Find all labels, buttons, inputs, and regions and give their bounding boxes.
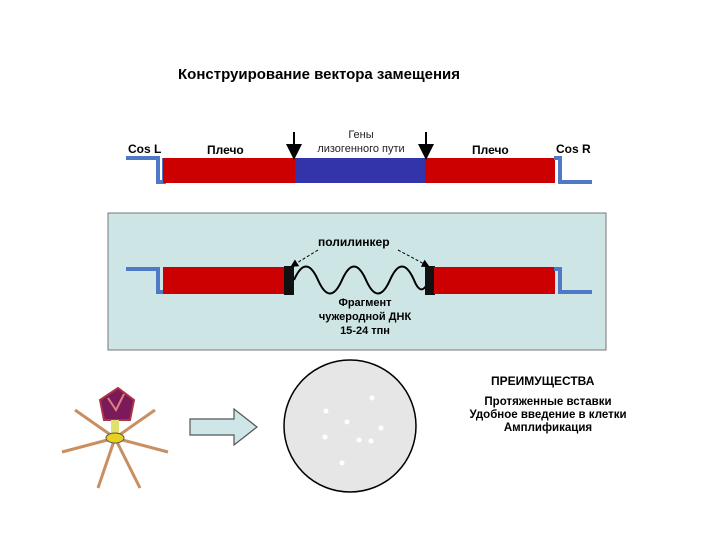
cos-r-end-2 xyxy=(554,267,592,294)
bacteriophage-icon xyxy=(61,386,169,489)
plaque xyxy=(339,460,345,466)
cos-r-end xyxy=(554,156,592,184)
advantages-list: Протяженные вставки Удобное введение в к… xyxy=(448,396,648,435)
advantages-heading: ПРЕИМУЩЕСТВА xyxy=(491,374,595,388)
genes-line-1: Гены xyxy=(348,129,374,141)
cos-r-label: Cos R xyxy=(556,142,591,156)
plaque xyxy=(378,425,384,431)
right-polylinker-block xyxy=(425,266,435,295)
advantage-item: Удобное введение в клетки xyxy=(469,409,627,421)
process-arrow-icon xyxy=(189,407,258,447)
fragment-line-1: Фрагмент xyxy=(338,297,392,309)
polylinker-label: полилинкер xyxy=(318,235,390,249)
left-arm-label: Плечо xyxy=(207,143,244,157)
plaque xyxy=(369,395,375,401)
cos-l-end xyxy=(126,156,166,184)
polylinker-pointer-right xyxy=(397,249,430,267)
petri-plate xyxy=(283,359,417,493)
left-arm-bar-2 xyxy=(163,267,285,294)
right-arm-bar xyxy=(425,158,555,183)
page-title: Конструирование вектора замещения xyxy=(178,66,461,83)
advantage-item: Амплификация xyxy=(503,422,593,434)
cos-l-label: Cos L xyxy=(128,142,162,156)
right-arm-label: Плечо xyxy=(472,143,509,157)
lysogenic-genes-label: Гены лизогенного пути xyxy=(296,128,426,156)
plaque xyxy=(368,438,374,444)
advantage-item: Протяженные вставки xyxy=(484,396,612,408)
left-polylinker-block xyxy=(284,266,294,295)
plaque xyxy=(322,434,328,440)
plaque xyxy=(344,419,350,425)
foreign-dna-wave xyxy=(293,265,427,295)
top-construct xyxy=(126,132,592,184)
foreign-fragment-label: Фрагмент чужеродной ДНК 15-24 тпн xyxy=(290,296,440,338)
genes-line-2: лизогенного пути xyxy=(317,143,405,155)
plaque xyxy=(356,437,362,443)
replacement-panel xyxy=(107,212,607,351)
lysogenic-genes-bar xyxy=(295,158,425,183)
polylinker-pointer-left xyxy=(290,249,319,268)
right-arm-bar-2 xyxy=(434,267,555,294)
plaque xyxy=(323,408,329,414)
fragment-line-3: 15-24 тпн xyxy=(340,325,390,337)
left-arm-bar xyxy=(163,158,295,183)
fragment-line-2: чужеродной ДНК xyxy=(318,311,412,323)
cos-l-end-2 xyxy=(126,267,164,294)
